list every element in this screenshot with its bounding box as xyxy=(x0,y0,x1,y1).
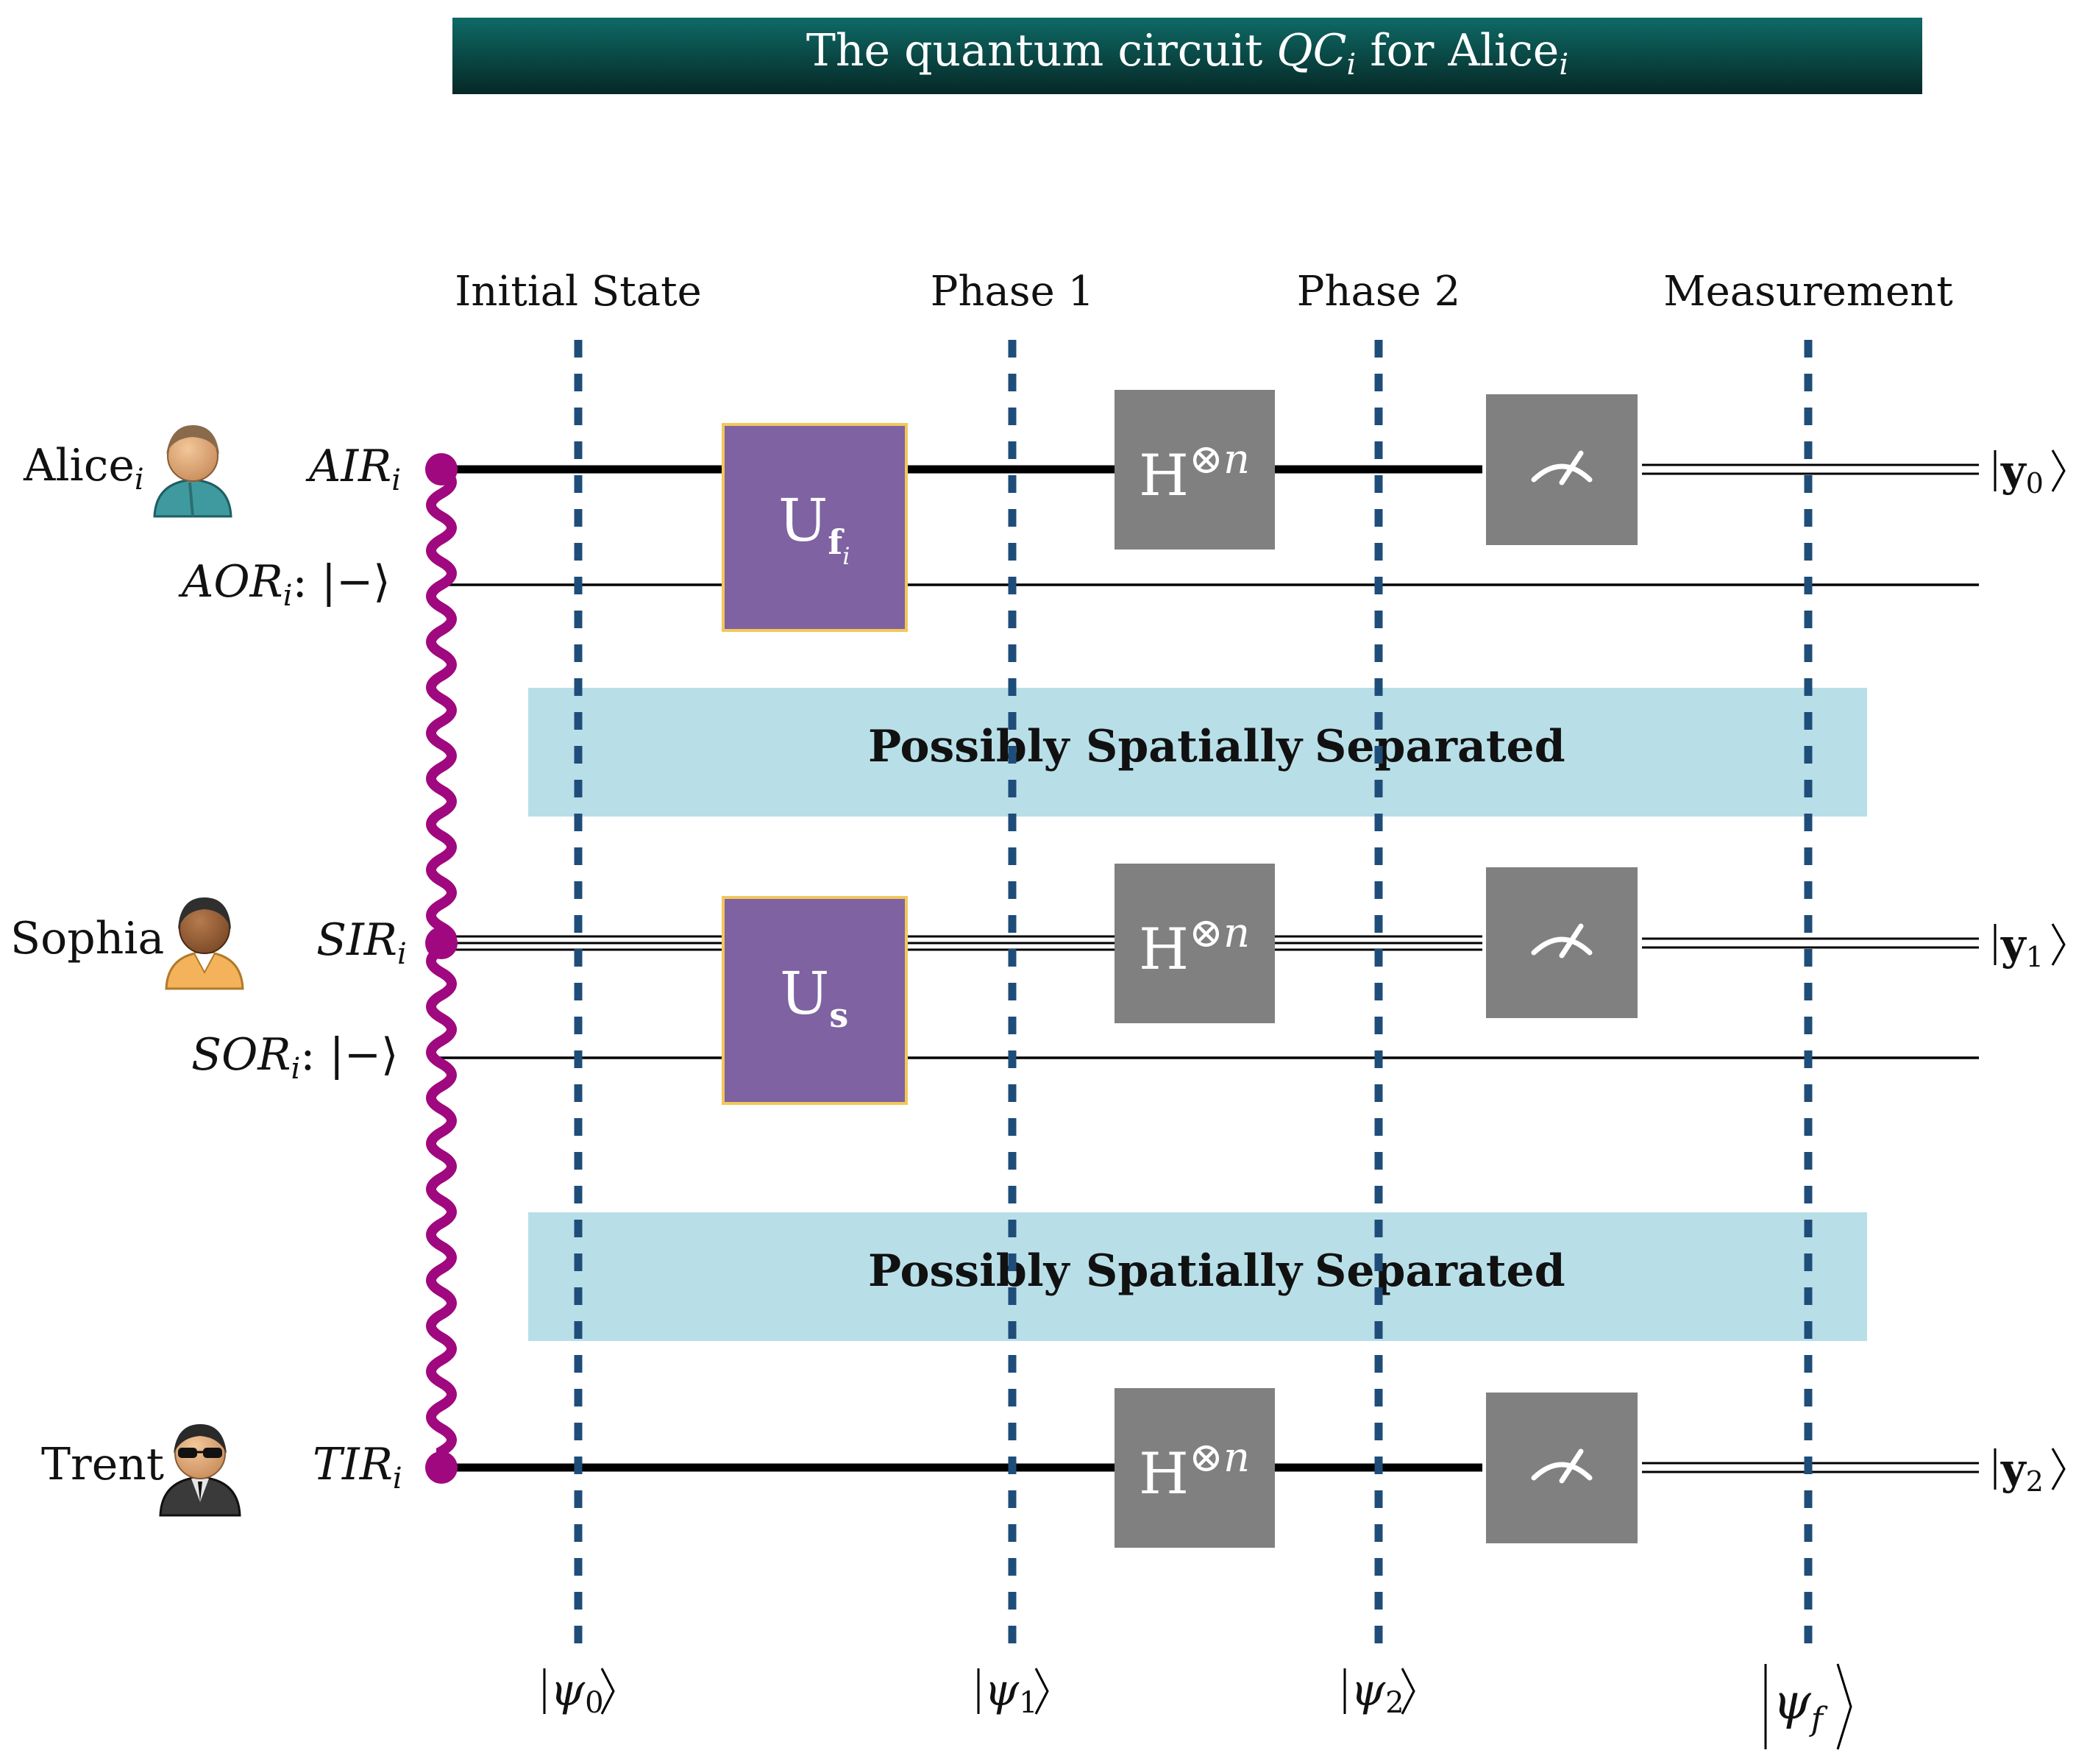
hadamard-gate-trent[interactable]: H⊗n xyxy=(1115,1388,1275,1548)
output-ket-y0: y0 xyxy=(1994,446,2066,499)
hadamard-label: H xyxy=(1139,1441,1189,1507)
player-name-sophia: Sophia xyxy=(10,913,164,964)
hadamard-sup: ⊗n xyxy=(1189,1434,1250,1482)
sophia-person-icon xyxy=(165,897,244,990)
phase-label-1: Phase 1 xyxy=(931,268,1094,316)
state-label-psif: ψf xyxy=(1764,1663,1852,1750)
separator-word-2: Spatially xyxy=(1086,721,1304,772)
svg-text:Ufi: Ufi xyxy=(778,486,850,570)
player-name-alice: Alicei xyxy=(23,440,144,497)
entanglement-node-trent xyxy=(425,1451,458,1484)
state-label-psi1: ψ1 xyxy=(977,1665,1049,1720)
separator-band-1: Possibly Spatially Separated xyxy=(528,688,1867,817)
svg-text:ψf: ψf xyxy=(1773,1674,1828,1738)
svg-text:ψ1: ψ1 xyxy=(984,1665,1038,1720)
entanglement-node-sophia xyxy=(425,927,458,959)
register-label-sophia-output: SORi: |−⟩ xyxy=(191,1029,398,1086)
hadamard-label: H xyxy=(1139,917,1189,983)
phase-label-2: Phase 2 xyxy=(1297,268,1460,316)
state-label-psi0: ψ0 xyxy=(543,1665,615,1720)
register-label-alice-input: AIRi xyxy=(305,441,401,497)
entanglement-node-alice xyxy=(425,453,458,486)
gate-u-alice-sub2: i xyxy=(842,542,850,570)
measurement-gate-alice[interactable] xyxy=(1486,394,1638,545)
hadamard-sup: ⊗n xyxy=(1189,435,1250,483)
gate-u-alice-sub: f xyxy=(828,522,845,562)
alice-classical-wire xyxy=(1642,463,1979,475)
svg-text:H⊗n: H⊗n xyxy=(1139,435,1250,509)
state-label-psi2: ψ2 xyxy=(1343,1665,1415,1720)
sophia-input-wire xyxy=(434,935,1482,951)
separator-word-2: Spatially xyxy=(1086,1245,1304,1297)
svg-text:ψ2: ψ2 xyxy=(1351,1665,1404,1720)
gate-u-sophia[interactable]: Us xyxy=(722,896,908,1105)
gate-u-sophia-sub: s xyxy=(829,995,848,1035)
meter-icon xyxy=(1531,1448,1593,1484)
output-kets: y0 y1 y2 xyxy=(1994,446,2066,1498)
svg-text:y0: y0 xyxy=(2000,446,2044,499)
measurement-gate-sophia[interactable] xyxy=(1486,867,1638,1018)
svg-text:H⊗n: H⊗n xyxy=(1139,1434,1250,1507)
register-label-sophia-input: SIRi xyxy=(316,914,407,971)
separator-word-1: Possibly xyxy=(868,1245,1071,1297)
separator-word-1: Possibly xyxy=(868,721,1071,772)
register-label-trent-input: TIRi xyxy=(313,1439,402,1496)
hadamard-gate-sophia[interactable]: H⊗n xyxy=(1115,864,1275,1023)
register-label-alice-output: AORi: |−⟩ xyxy=(178,556,391,613)
title-subscript: i xyxy=(1347,48,1357,82)
phase-label-measurement: Measurement xyxy=(1663,268,1953,316)
state-labels: ψ0 ψ1 ψ2 ψf xyxy=(543,1663,1852,1750)
meter-icon xyxy=(1531,923,1593,959)
meter-icon xyxy=(1531,450,1593,486)
alice-person-icon xyxy=(153,425,232,518)
svg-text:ψ0: ψ0 xyxy=(550,1665,604,1720)
title-bar: The quantum circuit QCi for Alicei xyxy=(452,18,1922,94)
title-prefix: The quantum circuit xyxy=(806,25,1277,77)
svg-text:Us: Us xyxy=(780,959,848,1035)
sophia-classical-wire xyxy=(1642,937,1979,949)
phase-labels: Initial State Phase 1 Phase 2 Measuremen… xyxy=(455,268,1953,316)
phase-dashed-lines xyxy=(574,340,1813,1644)
output-ket-y2: y2 xyxy=(1994,1444,2066,1498)
output-ket-y1: y1 xyxy=(1994,920,2066,973)
title-symbol: QC xyxy=(1276,25,1346,77)
measurement-gate-trent[interactable] xyxy=(1486,1393,1638,1543)
separator-band-2: Possibly Spatially Separated xyxy=(528,1212,1867,1341)
entanglement-link xyxy=(425,453,458,1484)
player-name-trent: Trent xyxy=(41,1439,164,1490)
title-mid: for Alice xyxy=(1356,25,1559,77)
separator-word-3: Separated xyxy=(1315,1245,1565,1297)
separator-word-3: Separated xyxy=(1315,721,1565,772)
hadamard-sup: ⊗n xyxy=(1189,909,1250,957)
hadamard-label: H xyxy=(1139,443,1189,509)
phase-label-initial: Initial State xyxy=(455,268,702,316)
trent-person-icon xyxy=(159,1424,241,1517)
page-title: The quantum circuit QCi for Alicei xyxy=(806,25,1568,82)
title-subscript-2: i xyxy=(1559,48,1568,82)
register-labels: AIRi AORi: |−⟩ SIRi SORi: |−⟩ TIRi xyxy=(178,441,407,1496)
hadamard-gate-alice[interactable]: H⊗n xyxy=(1115,390,1275,550)
svg-text:y1: y1 xyxy=(2000,920,2044,973)
svg-text:H⊗n: H⊗n xyxy=(1139,909,1250,983)
svg-text:y2: y2 xyxy=(2000,1444,2044,1498)
wires xyxy=(434,463,1979,1473)
gate-u-alice-label: U xyxy=(778,486,828,555)
entanglement-wave xyxy=(426,466,457,1471)
gate-u-sophia-label: U xyxy=(780,959,829,1028)
player-names: Alicei Sophia Trent xyxy=(10,440,164,1490)
gate-u-alice[interactable]: Ufi xyxy=(722,423,908,632)
